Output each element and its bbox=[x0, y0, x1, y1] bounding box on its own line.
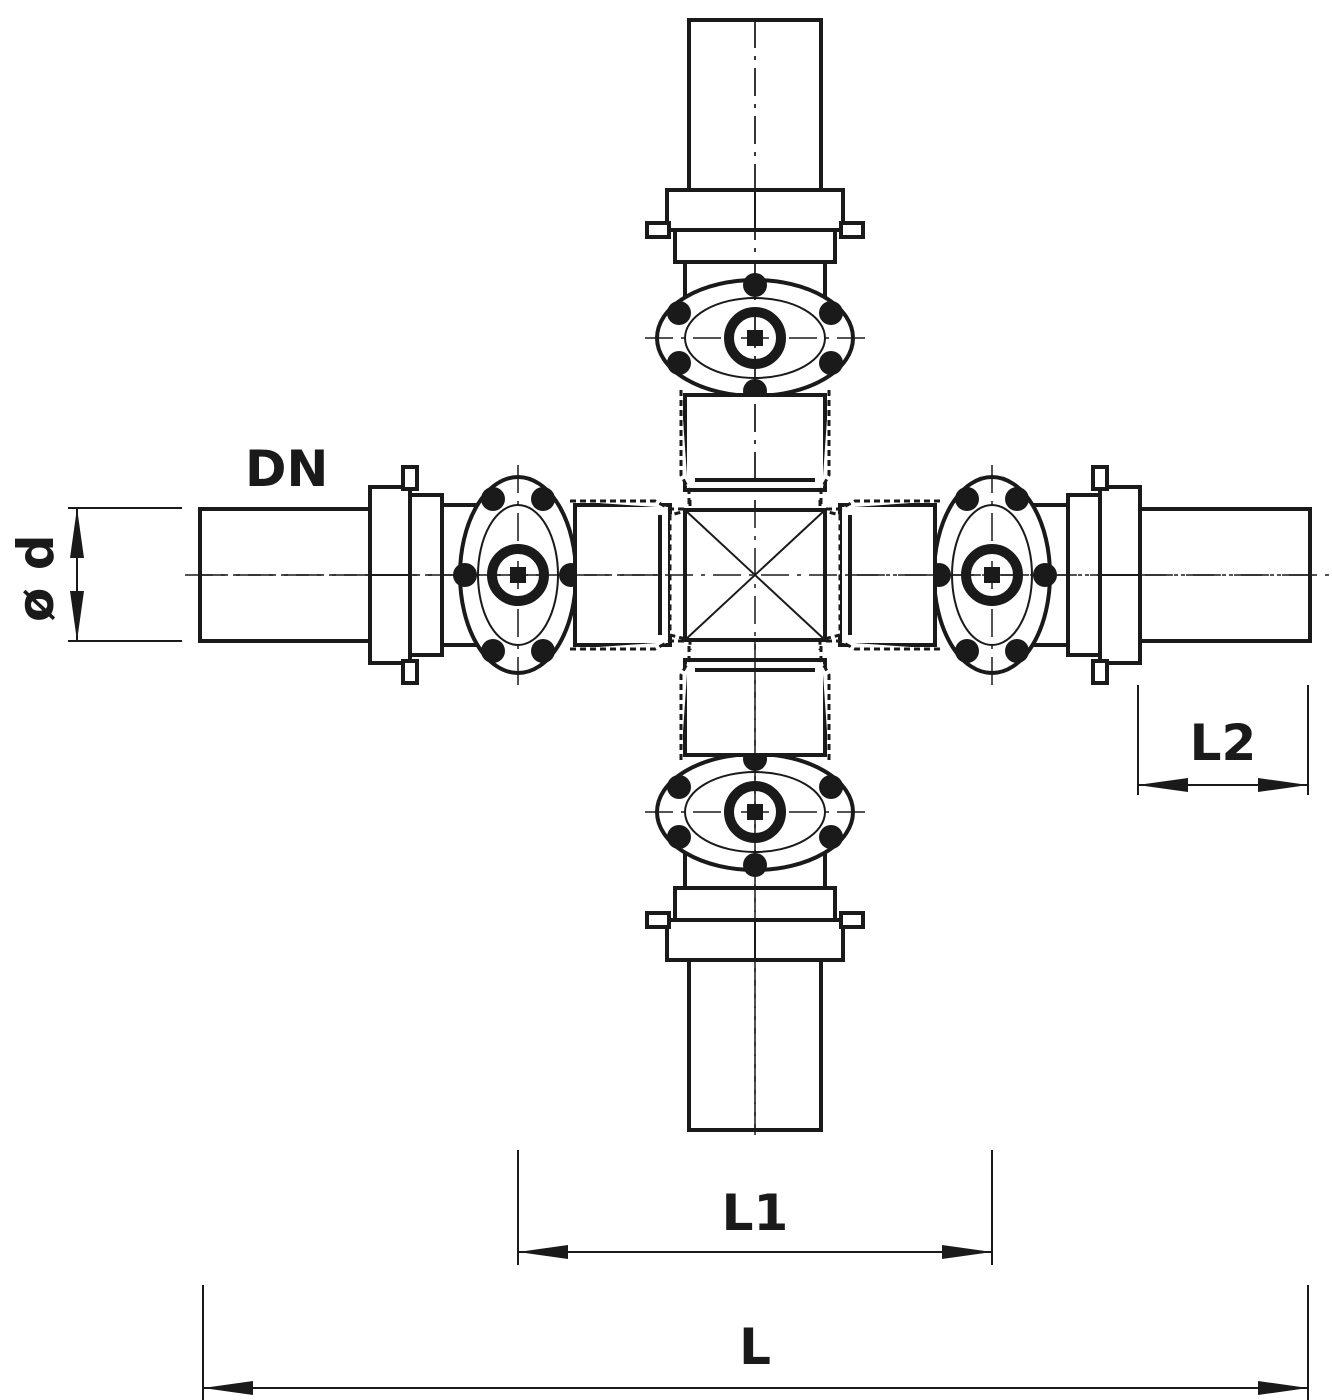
l2-dimension: L2 bbox=[1137, 685, 1309, 795]
l1-dimension: L1 bbox=[517, 1150, 993, 1265]
l1-label: L1 bbox=[722, 1184, 789, 1242]
cross-body bbox=[185, 20, 1330, 1135]
l2-label: L2 bbox=[1190, 714, 1257, 772]
l-label: L bbox=[739, 1318, 771, 1376]
l-dimension: L bbox=[202, 1285, 1309, 1400]
diameter-dimension: ø d bbox=[7, 507, 182, 642]
dn-label: DN bbox=[245, 440, 328, 498]
diameter-label: ø d bbox=[7, 534, 65, 622]
